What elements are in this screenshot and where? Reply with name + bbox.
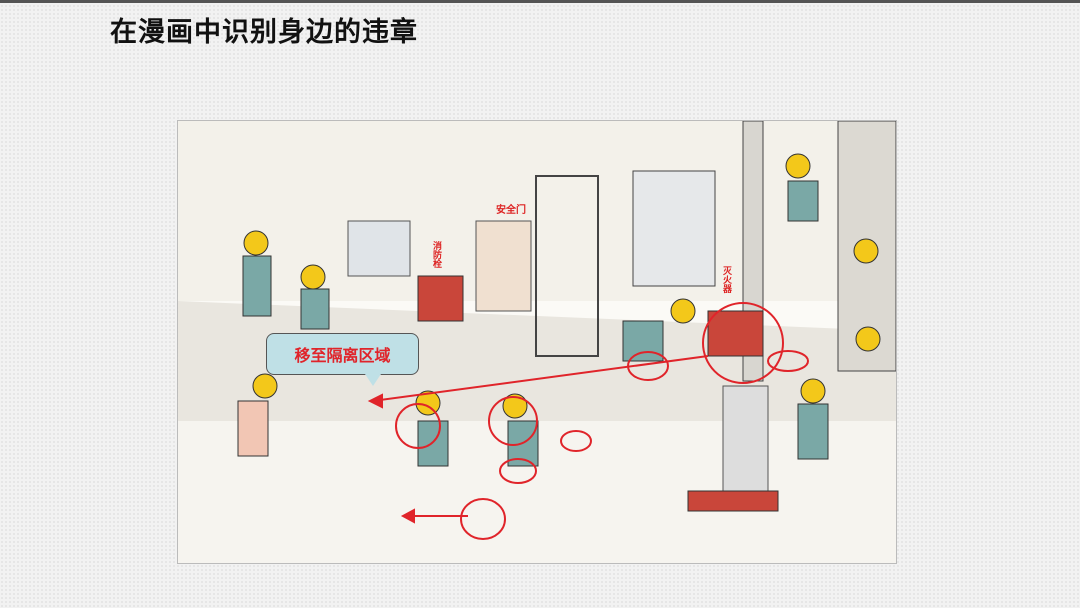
top-border: [0, 0, 1080, 3]
cartoon-illustration: 安全门 消防栓 灭火器: [177, 120, 897, 564]
sign-safety-door: 安全门: [496, 203, 526, 216]
violation-markers: [367, 302, 809, 540]
sign-hydrant: 消防栓: [431, 240, 442, 269]
sign-extinguisher: 灭火器: [721, 266, 733, 294]
construction-site-drawing: 安全门 消防栓 灭火器: [178, 121, 896, 563]
slide-title: 在漫画中识别身边的违章: [110, 17, 418, 48]
callout-move-to-isolation: 移至隔离区域: [266, 333, 419, 386]
